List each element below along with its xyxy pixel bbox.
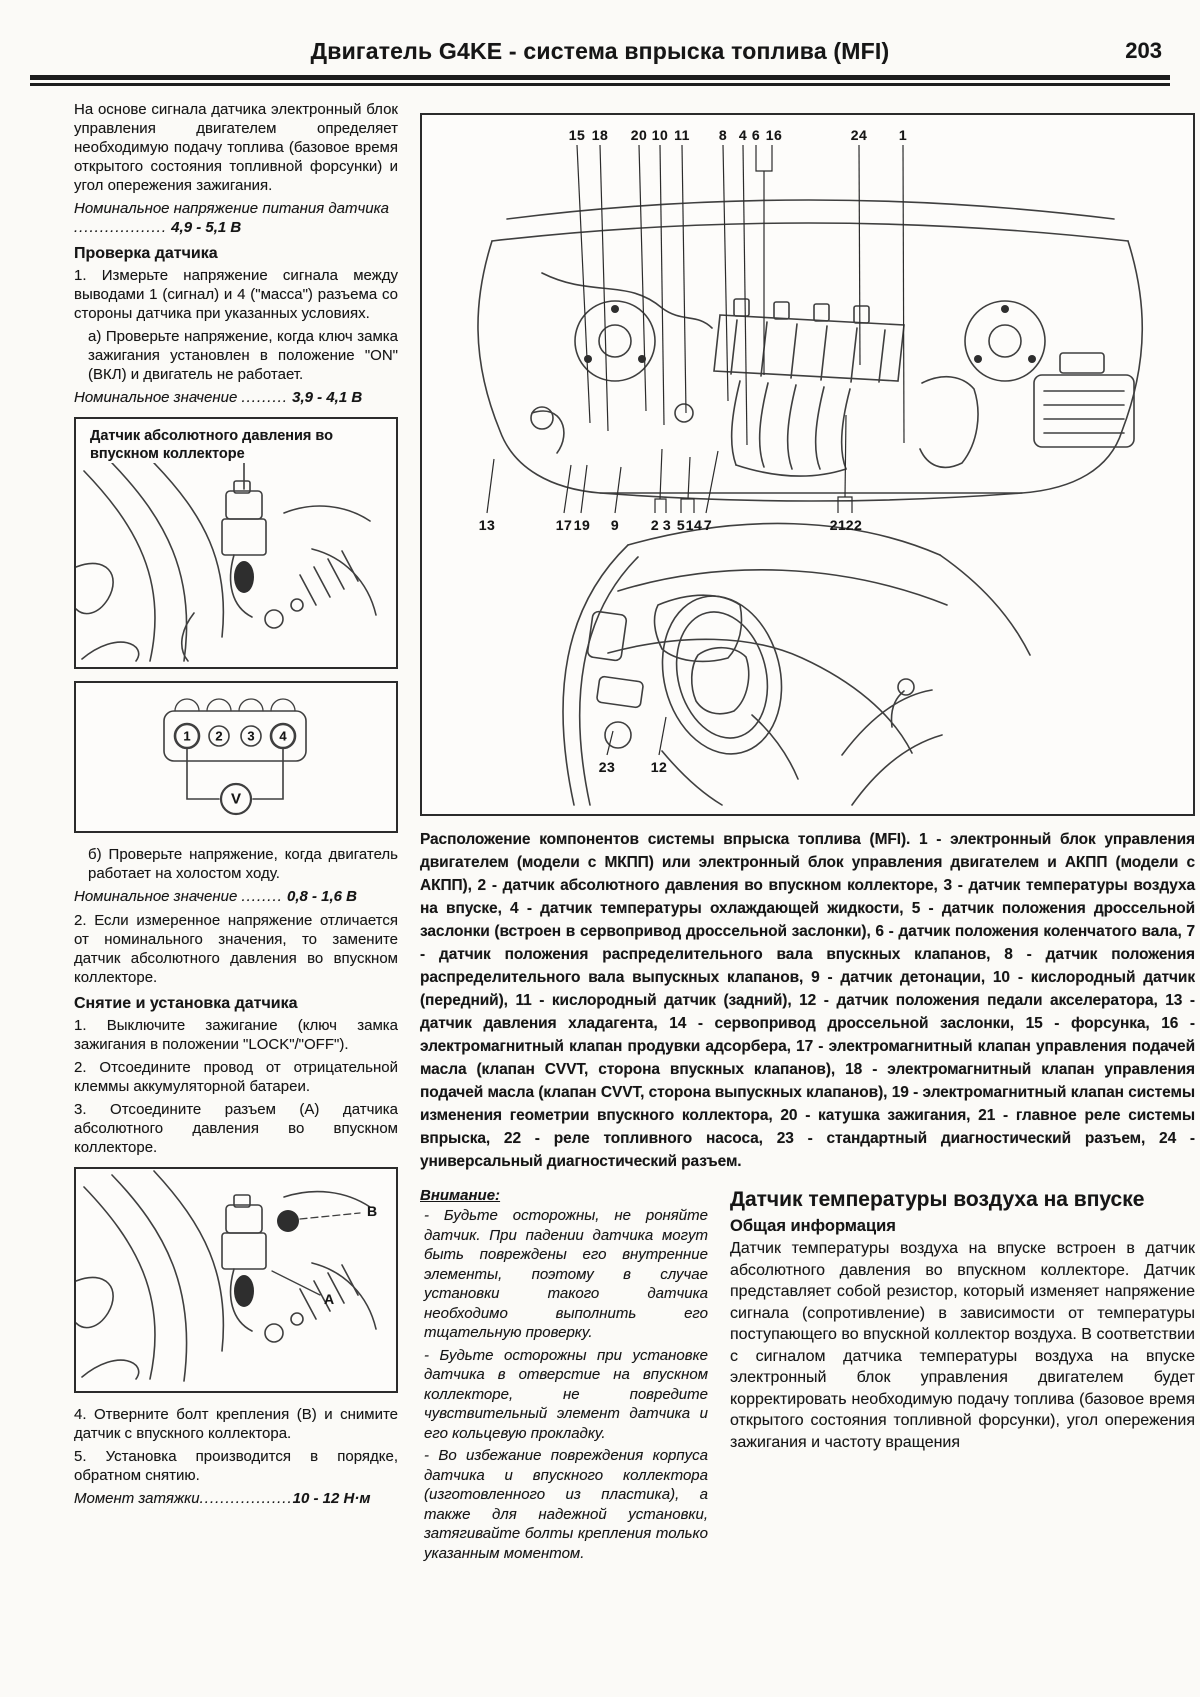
bottom-row: Внимание: - Будьте осторожны, не роняйте… — [420, 1187, 1195, 1566]
page-number: 203 — [1125, 38, 1162, 63]
map-sensor-removal-illustration — [76, 1170, 377, 1382]
warning-column: Внимание: - Будьте осторожны, не роняйте… — [420, 1187, 708, 1566]
check-step-2: 2. Если измеренное напряжение отличается… — [74, 912, 398, 986]
spec-label: Номинальное значение — [74, 389, 242, 406]
callout-9: 9 — [610, 517, 620, 533]
intro-paragraph: На основе сигнала датчика электронный бл… — [74, 101, 398, 194]
section-heading-check: Проверка датчика — [74, 245, 218, 262]
dot-leader: .................. — [74, 219, 168, 236]
callout-23: 23 — [598, 759, 616, 775]
callout-7: 7 — [703, 517, 713, 533]
dot-leader: ........ — [241, 888, 283, 905]
engine-bay-illustration — [477, 144, 1144, 806]
spec-supply-voltage: Номинальное напряжение питания датчика .… — [74, 199, 398, 237]
page-header: Двигатель G4KE - система впрыска топлива… — [30, 38, 1170, 86]
removal-step-2: 2. Отсоедините провод от отрицательной к… — [74, 1059, 398, 1095]
spec-torque: Момент затяжки..................10 - 12 … — [74, 1489, 398, 1508]
callout-8: 8 — [718, 127, 728, 143]
page-title: Двигатель G4KE - система впрыска топлива… — [310, 38, 890, 64]
callout-19: 19 — [573, 517, 591, 533]
connector-pin-4: 4 — [279, 728, 287, 744]
spec-value: 3,9 - 4,1 В — [287, 389, 363, 406]
figure3-label-b: B — [366, 1203, 378, 1219]
spec-nominal-on: Номинальное значение ......... 3,9 - 4,1… — [74, 388, 398, 407]
removal-step-4: 4. Отверните болт крепления (В) и снимит… — [74, 1406, 398, 1442]
spec-value: 0,8 - 1,6 В — [282, 888, 358, 905]
warning-item-1: - Будьте осторожны, не роняйте датчик. П… — [424, 1207, 708, 1341]
figure-engine-bay: 15 18 20 10 11 8 4 6 16 24 1 13 17 19 9 … — [420, 113, 1195, 816]
callout-2: 2 — [650, 517, 660, 533]
callout-1: 1 — [898, 127, 908, 143]
left-column: На основе сигнала датчика электронный бл… — [74, 100, 398, 1513]
check-step-1a: а) Проверьте напряжение, когда ключ замк… — [88, 328, 398, 383]
map-sensor-illustration — [76, 463, 377, 662]
warning-item-3: - Во избежание повреждения корпуса датчи… — [424, 1447, 708, 1562]
dot-leader: .................. — [199, 1490, 293, 1507]
connector-pin-2: 2 — [215, 728, 223, 744]
dot-leader: ......... — [241, 389, 288, 406]
connector-pin-1: 1 — [183, 728, 191, 744]
figure3-label-a: A — [323, 1291, 335, 1307]
removal-step-1: 1. Выключите зажигание (ключ замка зажиг… — [74, 1017, 398, 1053]
callout-24: 24 — [850, 127, 868, 143]
callout-4: 4 — [738, 127, 748, 143]
right-area: 15 18 20 10 11 8 4 6 16 24 1 13 17 19 9 … — [420, 113, 1195, 1566]
section-heading-air-temp: Датчик температуры воздуха на впуске — [730, 1188, 1145, 1211]
warning-item-2: - Будьте осторожны при установке датчика… — [424, 1346, 708, 1442]
removal-step-3: 3. Отсоедините разъем (А) датчика абсолю… — [74, 1101, 398, 1156]
figure-map-sensor-removal: B A — [74, 1167, 398, 1393]
callout-16: 16 — [765, 127, 783, 143]
spec-label: Момент затяжки — [74, 1490, 200, 1507]
check-step-1b: б) Проверьте напряжение, когда двигатель… — [88, 846, 398, 882]
callout-21: 21 — [829, 517, 847, 533]
spec-value: 4,9 - 5,1 В — [167, 219, 242, 236]
callout-3: 3 — [662, 517, 672, 533]
section-heading-removal: Снятие и установка датчика — [74, 995, 298, 1012]
connector-pin-3: 3 — [247, 728, 255, 744]
header-line: Двигатель G4KE - система впрыска топлива… — [30, 38, 1170, 75]
subheading-general-info: Общая информация — [730, 1217, 896, 1235]
voltmeter-icon: V — [230, 790, 242, 808]
figure1-body — [76, 463, 396, 663]
callout-10: 10 — [651, 127, 669, 143]
figure3-body: B A — [76, 1169, 396, 1391]
callout-12: 12 — [650, 759, 668, 775]
callout-18: 18 — [591, 127, 609, 143]
callout-15: 15 — [568, 127, 586, 143]
figure-connector-check: 1 2 3 4 V — [74, 681, 398, 833]
warning-title: Внимание: — [420, 1187, 501, 1204]
callout-14: 14 — [685, 517, 703, 533]
figure2-body: 1 2 3 4 V — [76, 683, 396, 831]
callout-11: 11 — [674, 127, 690, 143]
air-temp-column: Датчик температуры воздуха на впуске Общ… — [730, 1187, 1195, 1453]
components-caption: Расположение компонентов системы впрыска… — [420, 831, 1195, 1170]
spec-nominal-idle: Номинальное значение ........ 0,8 - 1,6 … — [74, 887, 398, 906]
air-temp-body: Датчик температуры воздуха на впуске вст… — [730, 1240, 1195, 1451]
connector-illustration — [163, 698, 307, 816]
callout-17: 17 — [555, 517, 573, 533]
check-step-1: 1. Измерьте напряжение сигнала между выв… — [74, 267, 398, 322]
header-rule — [30, 75, 1170, 86]
callout-5: 5 — [676, 517, 686, 533]
spec-label: Номинальное значение — [74, 888, 242, 905]
spec-value: 10 - 12 Н·м — [292, 1490, 371, 1507]
callout-13: 13 — [478, 517, 496, 533]
spec-label: Номинальное напряжение питания датчика — [74, 200, 390, 217]
callout-6: 6 — [751, 127, 761, 143]
figure-map-sensor-location: Датчик абсолютного давления во впускном … — [74, 417, 398, 669]
removal-step-5: 5. Установка производится в порядке, обр… — [74, 1448, 398, 1484]
callout-22: 22 — [845, 517, 863, 533]
callout-20: 20 — [630, 127, 648, 143]
figure1-caption: Датчик абсолютного давления во впускном … — [90, 428, 334, 462]
